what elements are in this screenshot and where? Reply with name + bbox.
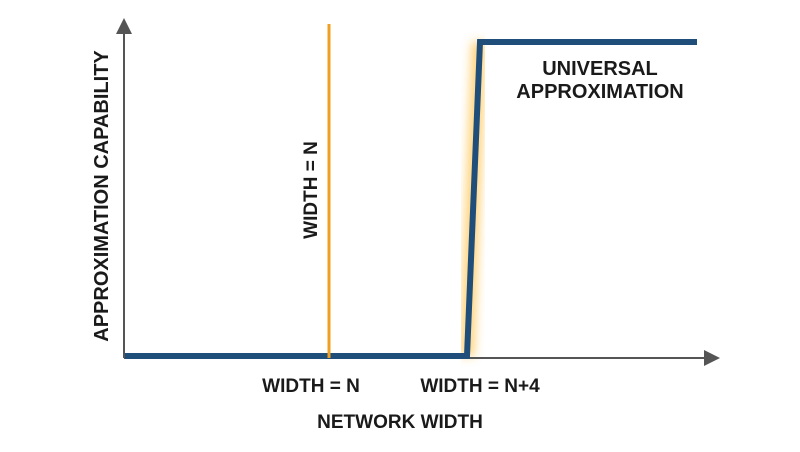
x-axis-label: NETWORK WIDTH (317, 412, 483, 433)
x-tick-label-width-n: WIDTH = N (262, 376, 360, 397)
capability-curve (125, 39, 697, 359)
annotation-line-1: UNIVERSAL (542, 58, 658, 80)
annotation-line-2: APPROXIMATION (516, 81, 683, 103)
x-tick-label-width-n4: WIDTH = N+4 (420, 376, 540, 397)
y-axis-label: APPROXIMATION CAPABILITY (91, 50, 113, 342)
width-n-marker-label: WIDTH = N (301, 141, 322, 239)
